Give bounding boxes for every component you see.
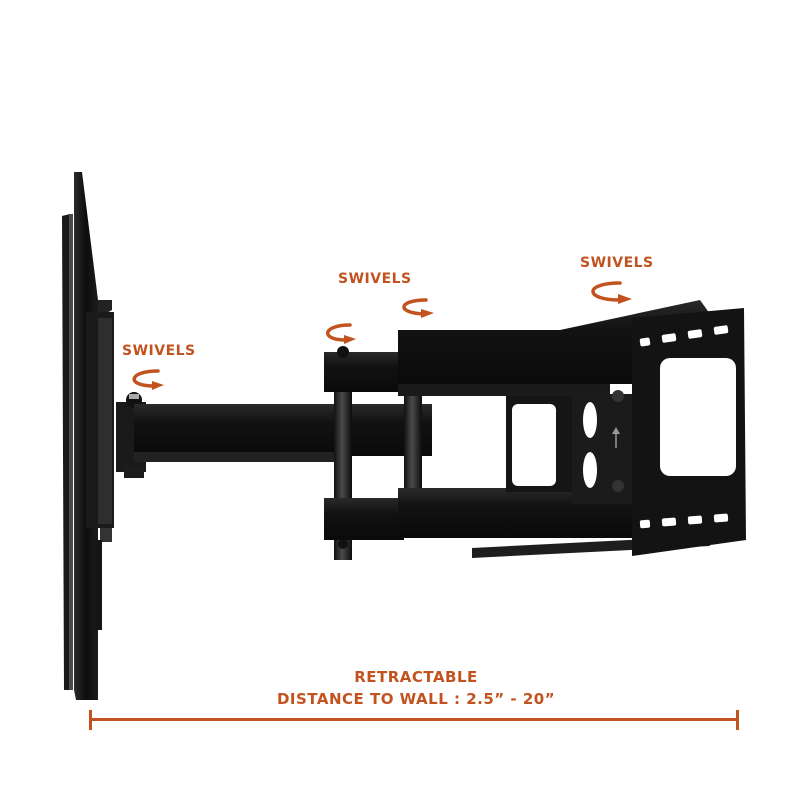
retractable-caption: RETRACTABLE (354, 668, 478, 686)
swivels-label-elbow: SWIVELS (338, 271, 412, 287)
swivels-label-wall: SWIVELS (580, 255, 654, 271)
tv-bracket (86, 312, 114, 630)
main-arm (134, 404, 432, 456)
rotation-arrow-icon (132, 369, 164, 390)
main-arm-underside (134, 452, 352, 462)
dimension-tick-left (89, 710, 92, 730)
rotation-arrow-icon (591, 281, 632, 304)
up-arrow-icon (612, 427, 620, 434)
swivels-label-tv: SWIVELS (122, 343, 196, 359)
wall-plate (632, 308, 746, 556)
dimension-tick-right (736, 710, 739, 730)
distance-to-wall-caption: DISTANCE TO WALL : 2.5” - 20” (276, 690, 556, 708)
dimension-line (90, 718, 738, 721)
rotation-arrow-icon (326, 323, 356, 344)
rotation-arrow-icon (402, 298, 434, 318)
wall-bracket-inner (506, 390, 647, 504)
